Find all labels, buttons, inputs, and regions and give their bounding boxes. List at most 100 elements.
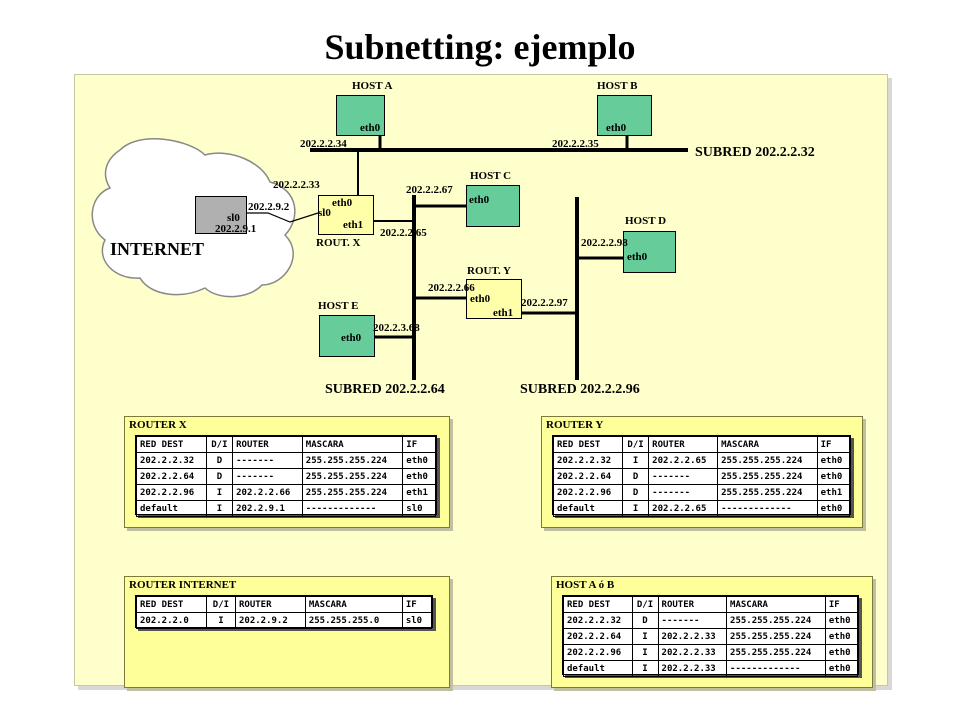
table-cell: 255.255.255.224: [301, 452, 404, 469]
table-header-cell: ROUTER: [648, 436, 719, 453]
host-c-ip: 202.2.2.67: [406, 184, 453, 196]
host-e-ip: 202.2.3.68: [373, 322, 420, 334]
host-b-ip: 202.2.2.35: [552, 138, 599, 150]
router-y-box[interactable]: [466, 279, 522, 319]
host-e-iface: eth0: [341, 332, 362, 344]
table-cell: -------------: [301, 500, 404, 517]
table-header-cell: ROUTER: [232, 436, 303, 453]
internet-sl0: sl0: [227, 212, 240, 224]
table-cell: eth0: [402, 452, 436, 469]
table-cell: 202.2.2.32: [553, 452, 623, 469]
table-header-cell: RED DEST: [136, 436, 207, 453]
table-header-cell: RED DEST: [563, 596, 633, 613]
table-cell: 202.2.2.64: [563, 628, 633, 645]
host-e-box[interactable]: [319, 315, 375, 357]
table-header-cell: D/I: [205, 436, 234, 453]
table-cell: 202.2.2.32: [136, 452, 207, 469]
table-header-cell: D/I: [631, 596, 659, 613]
table-cell: eth0: [816, 452, 851, 469]
table-cell: -------: [657, 612, 728, 629]
table-cell: 202.2.2.96: [553, 484, 623, 501]
table-cell: sl0: [402, 500, 436, 517]
internet-cloud: [91, 138, 296, 298]
table-cell: eth0: [816, 468, 851, 485]
table-cell: 202.2.2.96: [563, 644, 633, 661]
table-cell: -------------: [717, 500, 818, 517]
table-cell: 202.2.2.65: [648, 500, 719, 517]
router-x-eth0: eth0: [332, 197, 353, 209]
table-cell: D: [205, 468, 234, 485]
table-header-cell: RED DEST: [136, 596, 207, 613]
router-x-box[interactable]: [318, 195, 374, 235]
table-header-cell: ROUTER: [657, 596, 728, 613]
host-a-box[interactable]: [336, 95, 385, 136]
table-cell: I: [205, 612, 236, 629]
table-cell: eth0: [402, 468, 436, 485]
router-x-eth1: eth1: [343, 219, 364, 231]
host-d-label: HOST D: [625, 215, 667, 227]
page-title: Subnetting: ejemplo: [324, 27, 636, 67]
table-cell: 255.255.255.0: [304, 612, 403, 629]
table-header-cell: RED DEST: [553, 436, 623, 453]
table-cell: 255.255.255.224: [726, 644, 826, 661]
table-cell: 202.2.2.33: [657, 660, 728, 677]
table-cell: 202.2.2.33: [657, 644, 728, 661]
host-b-label: HOST B: [597, 80, 638, 92]
internet-router-box[interactable]: [195, 196, 247, 234]
router-x-label: ROUT. X: [316, 237, 361, 249]
router-y-ip-eth1: 202.2.2.97: [521, 297, 568, 309]
table-cell: 255.255.255.224: [717, 484, 818, 501]
table-cell: 202.2.2.65: [648, 452, 719, 469]
table-cell: 255.255.255.224: [301, 468, 404, 485]
table-cell: -------: [232, 452, 303, 469]
table-cell: eth1: [816, 484, 851, 501]
router-y-eth0: eth0: [470, 293, 491, 305]
table-cell: I: [205, 484, 234, 501]
panel-router-y-title: ROUTER Y: [546, 419, 604, 431]
subred-32-label: SUBRED 202.2.2.32: [695, 145, 815, 160]
table-cell: 202.2.2.66: [232, 484, 303, 501]
host-b-iface: eth0: [606, 122, 627, 134]
host-c-box[interactable]: [466, 185, 520, 227]
host-d-box[interactable]: [623, 231, 676, 273]
router-x-sl0: sl0: [318, 207, 331, 219]
table-header-cell: MASCARA: [301, 436, 404, 453]
table-header-cell: MASCARA: [304, 596, 403, 613]
host-b-box[interactable]: [597, 95, 652, 136]
table-cell: default: [136, 500, 207, 517]
host-a-ip: 202.2.2.34: [300, 138, 347, 150]
table-cell: I: [205, 500, 234, 517]
table-cell: 255.255.255.224: [717, 468, 818, 485]
table-cell: I: [621, 452, 650, 469]
host-a-label: HOST A: [352, 80, 393, 92]
table-cell: I: [631, 628, 659, 645]
table-header-cell: D/I: [205, 596, 236, 613]
table-header-cell: ROUTER: [234, 596, 306, 613]
table-cell: 202.2.2.64: [136, 468, 207, 485]
table-cell: 202.2.2.64: [553, 468, 623, 485]
subred-64-label: SUBRED 202.2.2.64: [325, 382, 445, 397]
router-x-ip-eth0: 202.2.2.33: [273, 179, 320, 191]
host-e-label: HOST E: [318, 300, 359, 312]
table-cell: 255.255.255.224: [301, 484, 404, 501]
host-d-ip: 202.2.2.98: [581, 237, 628, 249]
table-cell: 255.255.255.224: [726, 612, 826, 629]
router-x-ip-sl0: 202.2.9.2: [248, 201, 290, 213]
table-cell: default: [563, 660, 633, 677]
table-cell: D: [205, 452, 234, 469]
table-cell: 202.2.9.2: [234, 612, 306, 629]
table-cell: -------: [648, 484, 719, 501]
